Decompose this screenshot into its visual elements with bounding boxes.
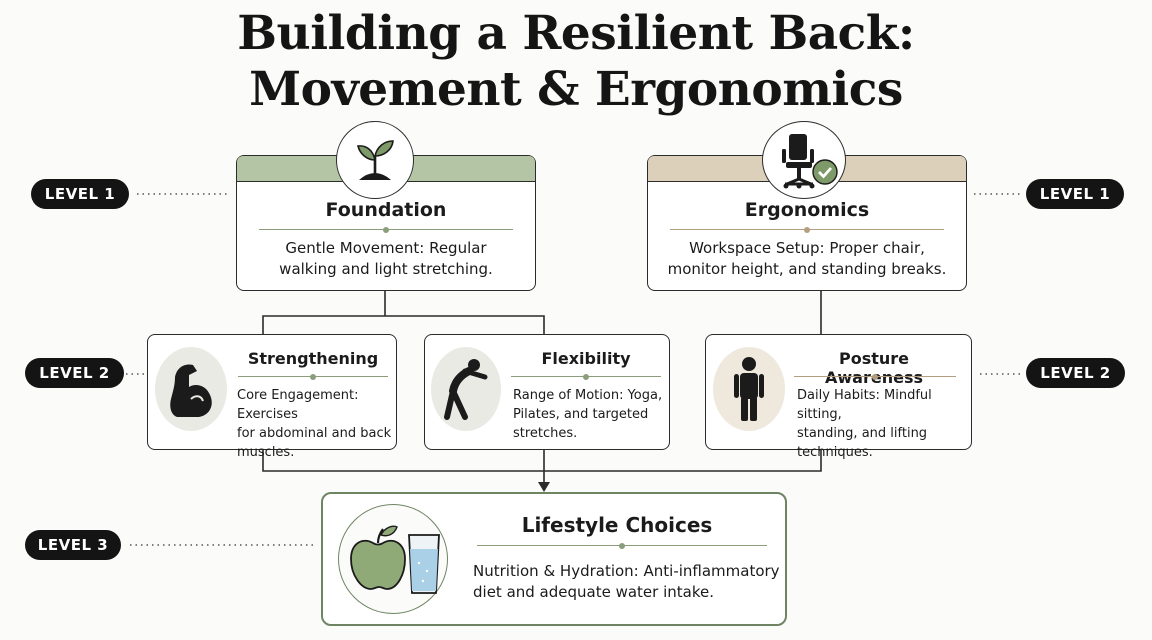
posture-desc-line-1: Daily Habits: Mindful sitting, [797, 388, 932, 422]
apple-and-water-glass-icon [338, 504, 448, 614]
flexed-arm-icon [155, 347, 227, 431]
strengthening-desc-line-1: Core Engagement: Exercises [237, 388, 359, 422]
connector-level2-merge [262, 448, 822, 472]
level-1-right-badge: LEVEL 1 [1026, 179, 1124, 209]
level-3-left-badge: LEVEL 3 [25, 530, 121, 560]
standing-person-icon [713, 347, 785, 431]
foundation-card: Foundation Gentle Movement: Regular walk… [236, 155, 536, 291]
posture-awareness-title: Posture Awareness [825, 349, 923, 387]
title-line-2: Movement & Ergonomics [249, 62, 903, 117]
posture-awareness-card: Posture Awareness Daily Habits: Mindful … [705, 334, 972, 460]
posture-awareness-divider [794, 373, 956, 380]
ergonomics-desc-line-1: Workspace Setup: Proper chair, [689, 239, 925, 257]
foundation-desc-line-1: Gentle Movement: Regular [285, 239, 487, 257]
lifestyle-choices-description: Nutrition & Hydration: Anti-inflammatory… [473, 561, 783, 603]
strengthening-divider [238, 373, 388, 380]
flexibility-title: Flexibility [541, 349, 631, 368]
stretching-person-icon [431, 347, 501, 431]
ergonomics-divider [670, 226, 944, 233]
flexibility-card: Flexibility Range of Motion: Yoga, Pilat… [424, 334, 670, 450]
posture-desc-line-2: standing, and lifting [797, 426, 928, 441]
flexibility-description: Range of Motion: Yoga, Pilates, and targ… [513, 386, 669, 443]
foundation-desc-line-2: walking and light stretching. [279, 260, 493, 278]
lifestyle-choices-title: Lifestyle Choices [521, 513, 713, 537]
lifestyle-desc-line-1: Nutrition & Hydration: Anti-inflammatory [473, 562, 780, 580]
page-title: Building a Resilient Back: Movement & Er… [0, 6, 1152, 118]
lifestyle-choices-card: Lifestyle Choices Nutrition & Hydration:… [321, 492, 787, 626]
title-line-1: Building a Resilient Back: [237, 6, 915, 61]
ergonomics-description: Workspace Setup: Proper chair, monitor h… [648, 238, 966, 280]
lifestyle-desc-line-2: diet and adequate water intake. [473, 583, 714, 601]
flexibility-desc-line-3: stretches. [513, 426, 578, 441]
strengthening-description: Core Engagement: Exercises for abdominal… [237, 386, 397, 462]
connector-level2-split [262, 315, 545, 334]
ergonomics-title: Ergonomics [744, 199, 870, 221]
lifestyle-choices-divider [477, 542, 767, 549]
ergonomics-desc-line-2: monitor height, and standing breaks. [667, 260, 947, 278]
level-2-left-badge: LEVEL 2 [25, 358, 124, 388]
strengthening-desc-line-3: muscles. [237, 445, 295, 460]
office-chair-check-icon [762, 121, 846, 199]
foundation-divider [259, 226, 513, 233]
arrow-head-down-icon [538, 482, 550, 492]
strengthening-title: Strengthening [247, 349, 379, 368]
foundation-title: Foundation [325, 199, 447, 221]
posture-awareness-description: Daily Habits: Mindful sitting, standing,… [797, 386, 971, 462]
level-1-left-badge: LEVEL 1 [31, 179, 129, 209]
foundation-description: Gentle Movement: Regular walking and lig… [237, 238, 535, 280]
flexibility-divider [511, 373, 661, 380]
posture-desc-line-3: techniques. [797, 445, 873, 460]
flexibility-desc-line-1: Range of Motion: Yoga, [513, 388, 663, 403]
flexibility-desc-line-2: Pilates, and targeted [513, 407, 649, 422]
strengthening-card: Strengthening Core Engagement: Exercises… [147, 334, 397, 460]
level-2-right-badge: LEVEL 2 [1026, 358, 1125, 388]
sprout-icon [336, 121, 414, 199]
strengthening-desc-line-2: for abdominal and back [237, 426, 392, 441]
